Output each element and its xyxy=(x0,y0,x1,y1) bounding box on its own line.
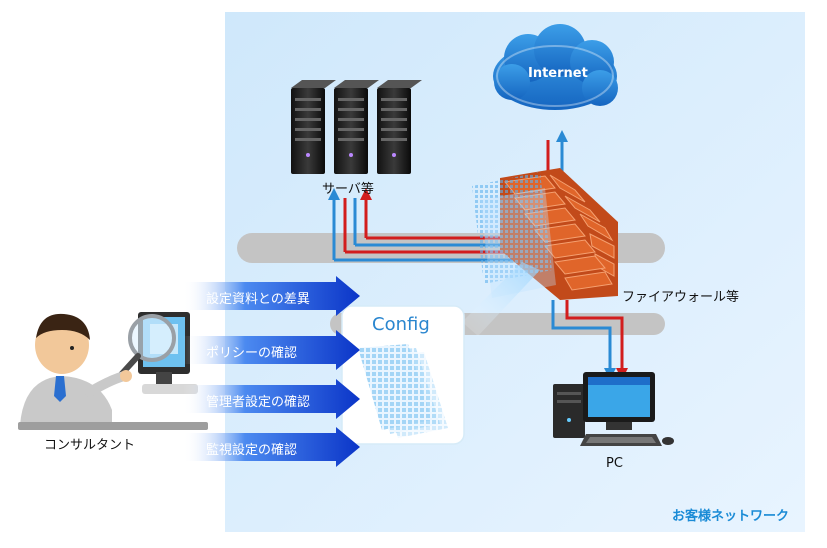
consultant-icon xyxy=(18,312,208,430)
server-label: サーバ等 xyxy=(322,182,374,197)
pc-label: PC xyxy=(606,456,623,471)
check-label-2: 管理者設定の確認 xyxy=(206,395,311,410)
pc-icon xyxy=(553,372,674,446)
config-label: Config xyxy=(372,314,430,335)
check-arrow-2 xyxy=(183,379,360,419)
check-arrow-0 xyxy=(183,276,360,316)
firewall-label: ファイアウォール等 xyxy=(622,290,740,305)
server-rack-icon xyxy=(291,80,422,174)
consultant-label: コンサルタント xyxy=(44,438,136,453)
config-panel xyxy=(341,305,465,445)
check-label-1: ポリシーの確認 xyxy=(206,346,298,361)
check-arrow-1 xyxy=(183,330,360,370)
check-label-0: 設定資料との差異 xyxy=(206,292,310,307)
check-label-3: 監視設定の確認 xyxy=(206,443,298,458)
config-beam xyxy=(462,262,540,336)
config-document-stack xyxy=(358,344,448,438)
internet-label: Internet xyxy=(528,66,588,81)
customer-network-label: お客様ネットワーク xyxy=(671,509,789,524)
check-arrows xyxy=(183,276,360,467)
check-arrow-3 xyxy=(183,427,360,467)
internet-cloud-icon xyxy=(493,24,618,110)
